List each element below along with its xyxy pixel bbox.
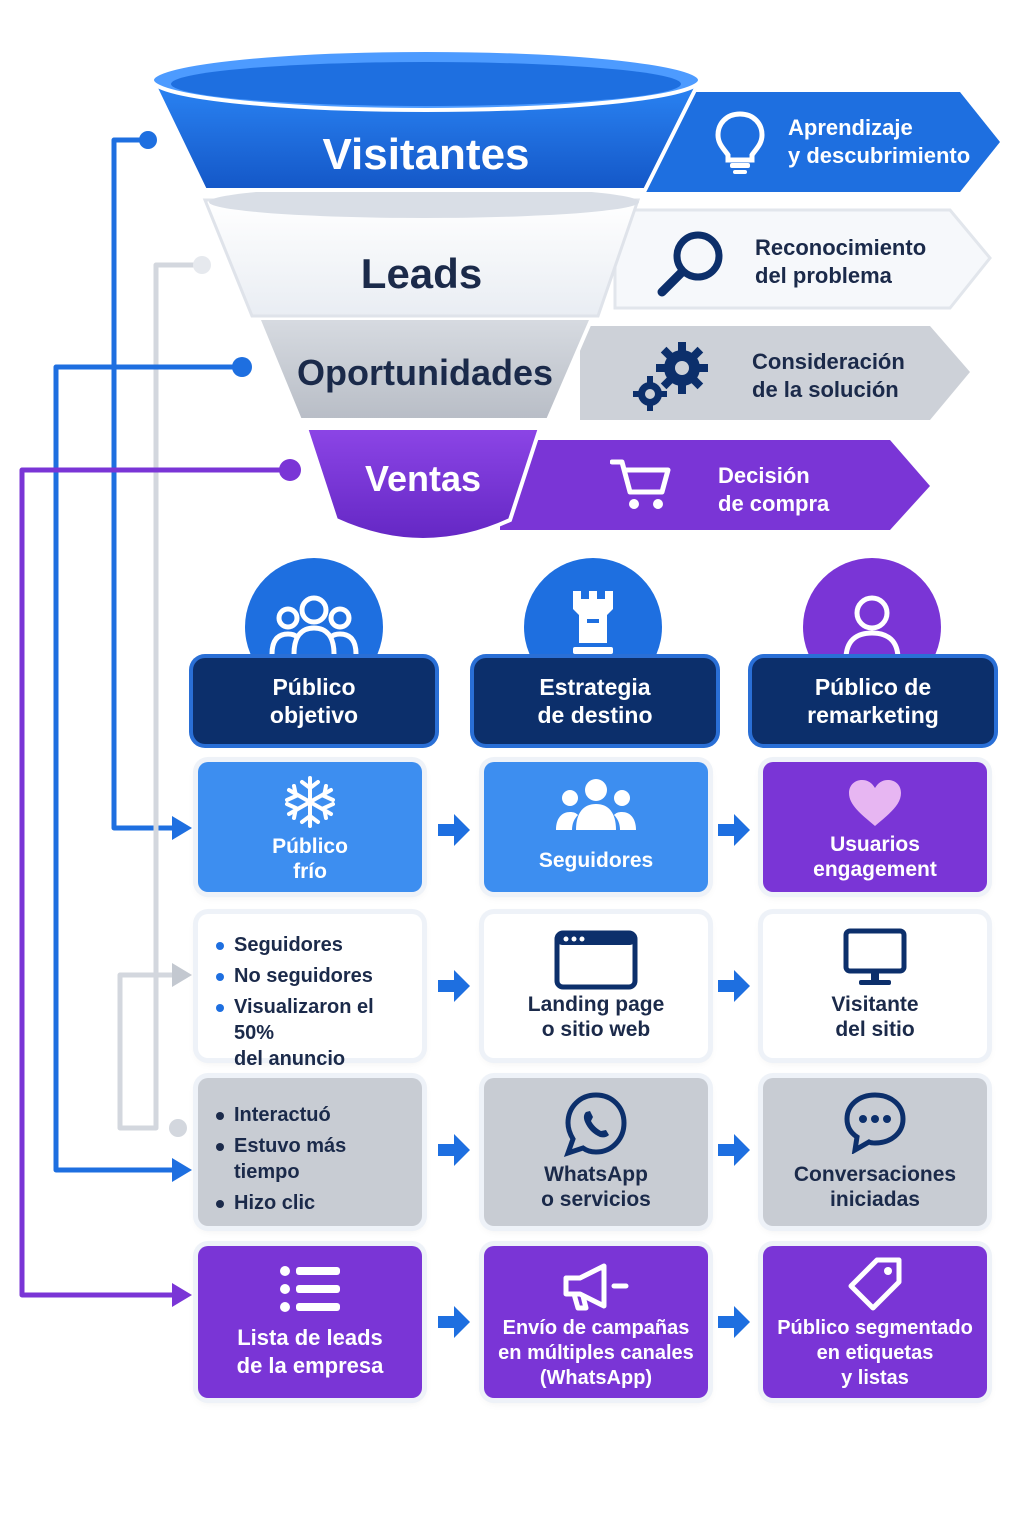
arrow-right-icon	[438, 1306, 470, 1338]
card-whatsapp-servicios: WhatsApp o servicios	[484, 1078, 708, 1226]
bullet-item: Visualizaron el 50% del anuncio	[214, 994, 416, 1072]
card-label: Público frío	[272, 835, 348, 883]
list-icon	[280, 1266, 340, 1312]
stage-label-leads: Leads	[360, 250, 483, 297]
tag-ribbon-4	[500, 440, 930, 530]
tag-text-1: Aprendizaje y descubrimiento	[788, 115, 971, 168]
card-label: Landing page o sitio web	[527, 993, 665, 1041]
card-envio-campanas: Envío de campañas en múltiples canales (…	[484, 1246, 708, 1398]
card-label: Envío de campañas en múltiples canales (…	[498, 1317, 694, 1389]
arrow-right-icon	[718, 1306, 750, 1338]
card-visitante-sitio: Visitante del sitio	[763, 914, 987, 1058]
bullet-item: Estuvo más tiempo	[214, 1133, 416, 1185]
bullet-list: Seguidores No seguidores Visualizaron el…	[214, 932, 416, 1077]
connector-oportunidades	[53, 364, 242, 1173]
chess-rook-icon	[567, 591, 619, 665]
lightbulb-icon	[715, 111, 765, 174]
connector-ventas	[19, 467, 290, 1298]
card-label: Conversaciones iniciadas	[793, 1163, 957, 1211]
arrow-right-icon	[718, 814, 750, 846]
tag-text-4: Decisión de compra	[718, 463, 830, 516]
browser-icon	[554, 930, 638, 990]
column-header-publico-objetivo: Público objetivo	[193, 658, 435, 744]
card-label: Usuarios engagement	[813, 833, 937, 881]
arrow-right-icon	[718, 970, 750, 1002]
followers-icon	[556, 779, 636, 830]
tag-icon	[848, 1257, 902, 1311]
gears-icon	[633, 342, 708, 411]
cart-icon	[610, 459, 671, 509]
monitor-icon	[843, 928, 907, 985]
arrow-right-icon	[438, 1134, 470, 1166]
card-label: Público segmentado en etiquetas y listas	[777, 1317, 973, 1389]
card-label: Seguidores	[538, 849, 654, 872]
connector-visitantes	[111, 137, 172, 831]
snowflake-icon	[285, 776, 335, 828]
card-label: Lista de leads de la empresa	[236, 1325, 384, 1378]
bullet-item: Seguidores	[214, 932, 416, 958]
chat-bubble-icon	[844, 1092, 906, 1154]
funnel-oportunidades	[255, 316, 596, 422]
column-header-publico-remarketing: Público de remarketing	[752, 658, 994, 744]
card-interaccion-bullets: Interactuó Estuvo más tiempo Hizo clic	[198, 1078, 422, 1226]
connector-leads	[117, 262, 202, 1131]
bullet-item: No seguidores	[214, 963, 416, 989]
card-lista-leads: Lista de leads de la empresa	[198, 1246, 422, 1398]
column-header-estrategia-destino: Estrategia de destino	[474, 658, 716, 744]
card-label: WhatsApp o servicios	[541, 1163, 651, 1211]
bullet-item: Interactuó	[214, 1102, 416, 1128]
funnel-ventas	[303, 426, 543, 542]
card-publico-frio: Público frío	[198, 762, 422, 892]
bullet-list: Interactuó Estuvo más tiempo Hizo clic	[214, 1102, 416, 1221]
stage-label-visitantes: Visitantes	[322, 130, 530, 179]
card-usuarios-engagement: Usuarios engagement	[763, 762, 987, 892]
magnifier-icon	[657, 231, 723, 297]
stage-label-oportunidades: Oportunidades	[296, 352, 553, 393]
whatsapp-icon	[563, 1092, 627, 1157]
tag-text-3: Consideración de la solución	[752, 349, 905, 402]
megaphone-icon	[563, 1263, 629, 1311]
user-icon	[843, 595, 901, 662]
tag-text-2: Reconocimiento del problema	[755, 235, 927, 288]
tag-ribbon-3	[580, 326, 970, 420]
card-audiencia-bullets: Seguidores No seguidores Visualizaron el…	[198, 914, 422, 1070]
arrow-right-icon	[438, 814, 470, 846]
card-conversaciones: Conversaciones iniciadas	[763, 1078, 987, 1226]
card-label: Visitante del sitio	[831, 993, 919, 1041]
arrow-right-icon	[438, 970, 470, 1002]
people-group-icon	[269, 595, 359, 655]
bullet-item: Hizo clic	[214, 1190, 416, 1216]
arrow-right-icon	[718, 1134, 750, 1166]
card-landing-page: Landing page o sitio web	[484, 914, 708, 1058]
card-seguidores: Seguidores	[484, 762, 708, 892]
stage-label-ventas: Ventas	[364, 458, 482, 499]
card-publico-segmentado: Público segmentado en etiquetas y listas	[763, 1246, 987, 1398]
heart-icon	[849, 780, 901, 826]
